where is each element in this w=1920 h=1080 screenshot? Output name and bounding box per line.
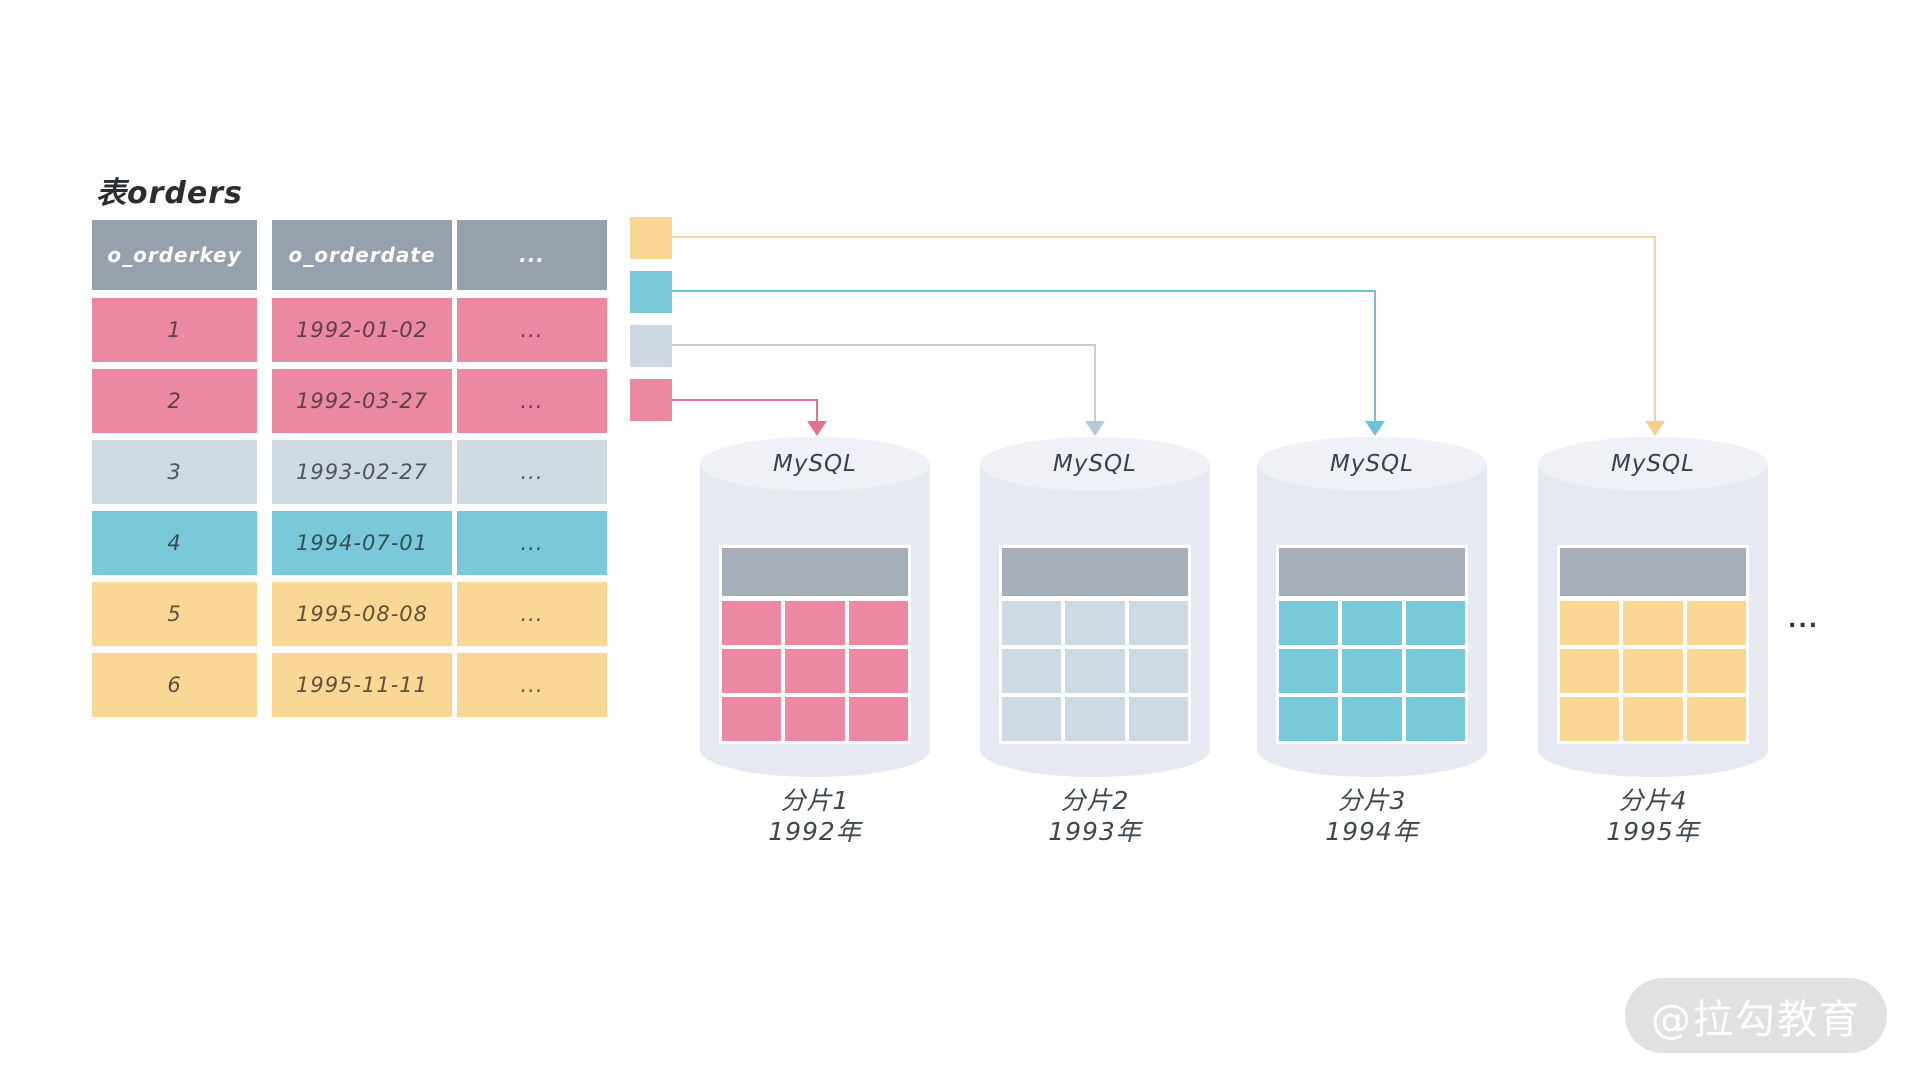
header-o-orderdate: o_orderdate	[272, 220, 452, 290]
cell-more: ...	[457, 369, 607, 433]
shard-label: 分片3 1994年	[1257, 785, 1487, 848]
shard-1-database: MySQL 分片1 1992年	[700, 437, 930, 846]
mysql-label: MySQL	[1330, 451, 1414, 477]
shard-2-database: MySQL 分片2 1993年	[980, 437, 1210, 846]
table-title: 表orders	[96, 176, 243, 211]
shard-year: 1995年	[1606, 817, 1700, 847]
cell-more: ...	[457, 653, 607, 717]
shard-year: 1992年	[768, 817, 862, 847]
arrow-head-pink-icon	[807, 421, 827, 436]
cell-more: ...	[457, 582, 607, 646]
table-row: 2 1992-03-27 ...	[92, 369, 607, 433]
shard-label: 分片1 1992年	[700, 785, 930, 848]
watermark-badge: @拉勾教育	[1625, 978, 1887, 1053]
shard-mini-table	[1276, 545, 1468, 744]
arrow-head-yellow-icon	[1645, 421, 1665, 436]
shard-name: 分片4	[1618, 786, 1688, 815]
shard-label: 分片2 1993年	[980, 785, 1210, 848]
shard-mini-table	[999, 545, 1191, 744]
cell-orderkey: 1	[92, 298, 257, 362]
arrow-head-cyan-icon	[1365, 421, 1385, 436]
legend-square-1993	[630, 325, 672, 367]
legend-square-1992	[630, 379, 672, 421]
table-row: 3 1993-02-27 ...	[92, 440, 607, 504]
arrow-line-cyan	[672, 290, 1376, 292]
table-row: 4 1994-07-01 ...	[92, 511, 607, 575]
orders-table: o_orderkey o_orderdate ... 1 1992-01-02 …	[92, 220, 607, 724]
arrow-line-pink	[816, 399, 818, 422]
cell-orderkey: 5	[92, 582, 257, 646]
header-more: ...	[457, 220, 607, 290]
cell-more: ...	[457, 511, 607, 575]
cell-orderdate: 1993-02-27	[272, 440, 452, 504]
arrow-line-gray	[1094, 344, 1096, 422]
header-o-orderkey: o_orderkey	[92, 220, 257, 290]
cell-orderkey: 3	[92, 440, 257, 504]
cylinder-top	[1257, 437, 1487, 491]
cell-orderkey: 6	[92, 653, 257, 717]
shard-name: 分片1	[780, 786, 850, 815]
cell-orderkey: 4	[92, 511, 257, 575]
mini-table-grid	[1002, 601, 1188, 741]
cell-more: ...	[457, 298, 607, 362]
mini-table-header	[1002, 548, 1188, 596]
arrow-line-cyan	[1374, 290, 1376, 422]
cell-orderdate: 1992-03-27	[272, 369, 452, 433]
legend-square-1994	[630, 271, 672, 313]
shard-name: 分片2	[1060, 786, 1130, 815]
mini-table-grid	[1279, 601, 1465, 741]
mysql-label: MySQL	[773, 451, 857, 477]
cell-orderdate: 1992-01-02	[272, 298, 452, 362]
table-row: 6 1995-11-11 ...	[92, 653, 607, 717]
mini-table-header	[1560, 548, 1746, 596]
arrow-line-yellow	[1654, 236, 1656, 422]
cell-orderdate: 1994-07-01	[272, 511, 452, 575]
mini-table-header	[722, 548, 908, 596]
legend-square-1995	[630, 217, 672, 259]
cell-orderdate: 1995-08-08	[272, 582, 452, 646]
mysql-label: MySQL	[1611, 451, 1695, 477]
cylinder-top	[980, 437, 1210, 491]
shard-year: 1994年	[1325, 817, 1419, 847]
shard-mini-table	[1557, 545, 1749, 744]
cylinder-top	[1538, 437, 1768, 491]
cylinder-top	[700, 437, 930, 491]
shard-name: 分片3	[1337, 786, 1407, 815]
arrow-line-pink	[672, 399, 818, 401]
orders-table-header-row: o_orderkey o_orderdate ...	[92, 220, 607, 290]
mini-table-header	[1279, 548, 1465, 596]
arrow-line-gray	[672, 344, 1096, 346]
mini-table-grid	[722, 601, 908, 741]
table-row: 1 1992-01-02 ...	[92, 298, 607, 362]
arrow-line-yellow	[672, 236, 1656, 238]
shard-label: 分片4 1995年	[1538, 785, 1768, 848]
shard-4-database: MySQL 分片4 1995年	[1538, 437, 1768, 846]
mysql-label: MySQL	[1053, 451, 1137, 477]
table-row: 5 1995-08-08 ...	[92, 582, 607, 646]
shard-year: 1993年	[1048, 817, 1142, 847]
cell-orderkey: 2	[92, 369, 257, 433]
arrow-head-gray-icon	[1085, 421, 1105, 436]
cell-more: ...	[457, 440, 607, 504]
shard-3-database: MySQL 分片3 1994年	[1257, 437, 1487, 846]
mini-table-grid	[1560, 601, 1746, 741]
shard-mini-table	[719, 545, 911, 744]
cell-orderdate: 1995-11-11	[272, 653, 452, 717]
more-shards-ellipsis: ...	[1788, 608, 1820, 633]
